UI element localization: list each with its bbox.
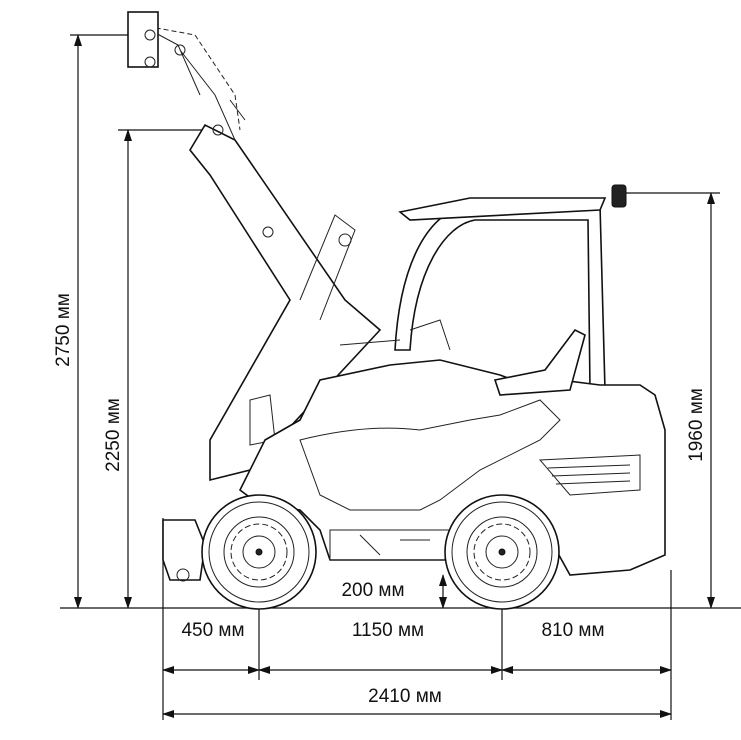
label-rear-overhang: 810 мм bbox=[541, 620, 604, 641]
dim-2250 bbox=[118, 129, 215, 609]
loader-illustration bbox=[127, 11, 666, 610]
dim-segments bbox=[162, 666, 672, 718]
label-overall-length: 2410 мм bbox=[368, 686, 442, 707]
label-front-overhang: 450 мм bbox=[181, 620, 244, 641]
label-wheelbase: 1150 мм bbox=[352, 620, 424, 641]
dim-1960 bbox=[625, 192, 720, 609]
front-wheel bbox=[201, 494, 317, 610]
label-pin-height: 2250 мм bbox=[103, 398, 124, 472]
label-max-lift-height: 2750 мм bbox=[53, 293, 74, 367]
dim-2750 bbox=[70, 34, 155, 609]
label-ground-clearance: 200 мм bbox=[341, 580, 404, 601]
label-overall-height: 1960 мм bbox=[686, 388, 707, 462]
rear-wheel bbox=[444, 494, 560, 610]
